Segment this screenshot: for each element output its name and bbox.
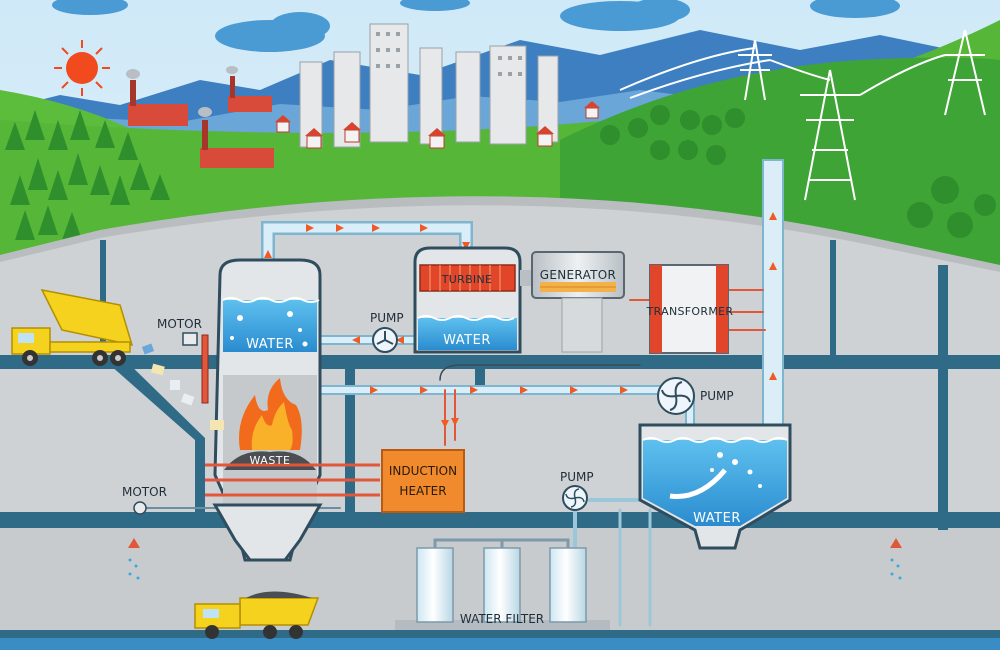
turbine (413, 246, 534, 354)
sun-icon (54, 40, 110, 96)
pump-bottom-label: PUMP (560, 470, 594, 484)
water-turbine-label: WATER (443, 333, 491, 348)
turbine-label: TURBINE (441, 273, 492, 286)
boiler (205, 258, 380, 562)
city-skyline (299, 23, 559, 148)
motor-top-icon (182, 332, 209, 404)
pump-right-label: PUMP (700, 389, 734, 403)
induction-heater (381, 449, 465, 513)
houses (276, 107, 599, 149)
generator-label: GENERATOR (540, 268, 616, 282)
water-tank (638, 423, 792, 550)
water-boiler-label: WATER (246, 337, 294, 352)
water-filter (395, 538, 610, 630)
induction-heater-label-line2: HEATER (399, 484, 446, 498)
sprinkler-icon (128, 538, 902, 548)
water-filter-label: WATER FILTER (460, 612, 544, 626)
pump-top-icon (372, 327, 398, 353)
induction-heater-label-line1: INDUCTION (389, 464, 457, 478)
generator (531, 251, 625, 353)
factories (126, 66, 274, 168)
dump-truck-icon (11, 288, 134, 366)
cloud (52, 0, 900, 52)
power-pylons (619, 29, 986, 201)
pump-right-icon (657, 377, 695, 415)
water-tank-label: WATER (693, 511, 741, 526)
trees (5, 110, 170, 240)
transformer-label: TRANSFORMER (646, 305, 734, 318)
transformer (649, 264, 729, 354)
pump-top-label: PUMP (370, 311, 404, 325)
motor-top-label: MOTOR (157, 317, 202, 331)
waste-label: WASTE (250, 454, 291, 467)
motor-bottom-label: MOTOR (122, 485, 167, 499)
pump-bottom-icon (562, 485, 588, 511)
fire-icon (239, 378, 302, 450)
falling-waste (141, 343, 224, 430)
ash-truck-icon (194, 591, 320, 639)
motor-bottom-icon (133, 501, 147, 515)
